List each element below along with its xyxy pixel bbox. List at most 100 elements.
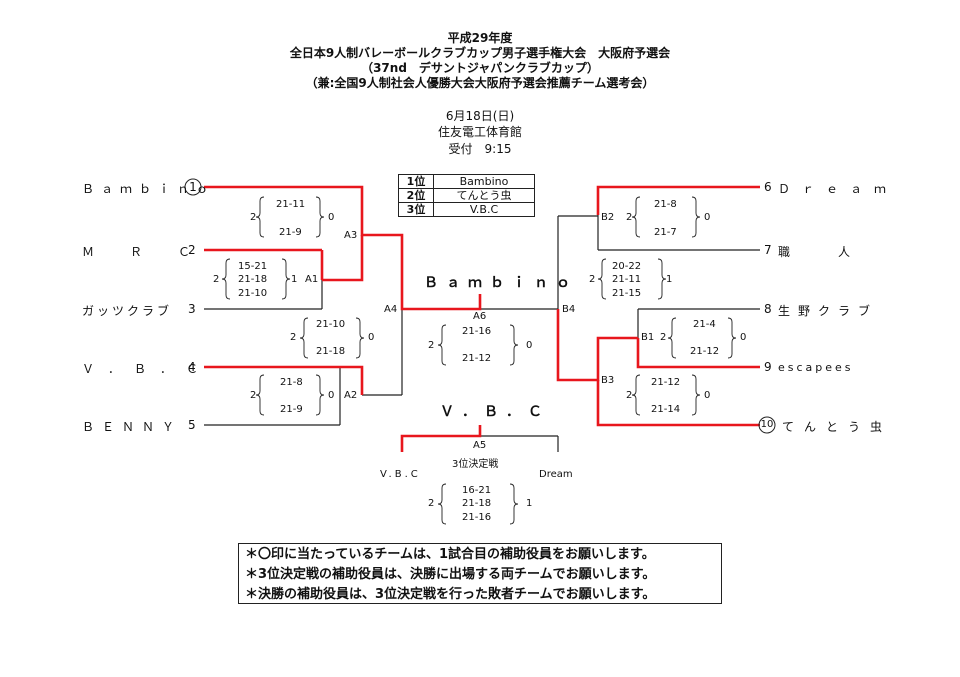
rank-team: Bambino (433, 174, 535, 189)
B3-label: B3 (601, 375, 615, 386)
A5-right-sets: 1 (526, 498, 533, 509)
A5-team-right: Dream (539, 469, 573, 480)
A3-set-2: 21-9 (279, 227, 302, 238)
A4-set-2: 21-18 (316, 346, 346, 357)
rank-team: V.B.C (433, 202, 535, 217)
team-right-6: Ｄｒｅａｍ (778, 182, 899, 196)
seed-7: 7 (764, 243, 772, 257)
B1-label: B1 (641, 332, 655, 343)
B4-set-1: 20-22 (612, 261, 642, 272)
score-braces (221, 196, 737, 525)
team-left-5: ＢＥＮＮＹ (82, 420, 183, 434)
A5-team-left: V.B.C (380, 469, 421, 480)
B1-set-1: 21-4 (693, 319, 716, 330)
A6-right-sets: 0 (526, 340, 533, 351)
seed-9: 9 (764, 360, 772, 374)
B1-set-2: 21-12 (690, 346, 720, 357)
A2-set-2: 21-9 (280, 404, 303, 415)
A4-set-1: 21-10 (316, 319, 346, 330)
A1-label: A1 (305, 274, 319, 285)
A4-left-sets: 2 (290, 332, 297, 343)
B2-label: B2 (601, 212, 615, 223)
team-left-4: Ｖ．Ｂ．Ｃ (82, 362, 213, 376)
rank-label: 3位 (398, 202, 434, 217)
seed-4: 4 (188, 360, 196, 374)
winner-lines (204, 185, 760, 452)
B2-set-2: 21-7 (654, 227, 677, 238)
B3-set-2: 21-14 (651, 404, 681, 415)
event-reception: 受付 9:15 (448, 142, 512, 156)
A6-set-1: 21-16 (462, 326, 492, 337)
plain-lines (204, 215, 760, 452)
event-date: 6月18日(日) (445, 109, 515, 123)
seed-1: 1 (189, 180, 197, 194)
title-year: 平成29年度 (447, 31, 513, 45)
team-right-8: 生野クラブ (778, 304, 879, 318)
seed-circle-1 (184, 178, 202, 196)
seed-5: 5 (188, 418, 196, 432)
team-right-9: escapees (778, 361, 854, 374)
B1-right-sets: 0 (740, 332, 747, 343)
note-line: ＊〇印に当たっているチームは、1試合目の補助役員をお願いします。 (245, 547, 655, 562)
A2-label: A2 (344, 390, 358, 401)
title-subtitle: （37nd デサントジャパンクラブカップ） (361, 61, 599, 75)
seed-circle-10 (758, 416, 776, 434)
A1-right-sets: 1 (291, 274, 298, 285)
A4-right-sets: 0 (368, 332, 375, 343)
A6-left-sets: 2 (428, 340, 435, 351)
team-right-10: てんとう虫 (782, 420, 893, 434)
A5-label: A5 (473, 440, 487, 451)
B4-left-sets: 2 (589, 274, 596, 285)
A5-left-sets: 2 (428, 498, 435, 509)
champion-name: Ｂａｍｂｉｎｏ (424, 275, 578, 291)
A6-label: A6 (473, 311, 487, 322)
B4-set-2: 21-11 (612, 274, 642, 285)
B4-set-3: 21-15 (612, 288, 642, 299)
seed-6: 6 (764, 180, 772, 194)
A2-left-sets: 2 (250, 390, 257, 401)
event-venue: 住友電工体育館 (437, 125, 522, 139)
seed-8: 8 (764, 302, 772, 316)
A5-set-1: 16-21 (462, 485, 492, 496)
A3-left-sets: 2 (250, 212, 257, 223)
A2-set-1: 21-8 (280, 377, 303, 388)
A4-label: A4 (384, 304, 398, 315)
title-tournament: 全日本9人制バレーボールクラブカップ男子選手権大会 大阪府予選会 (289, 46, 671, 60)
team-left-2: Ｍ Ｒ Ｃ (82, 245, 203, 259)
B3-right-sets: 0 (704, 390, 711, 401)
A1-left-sets: 2 (213, 274, 220, 285)
third-place-name: Ｖ．Ｂ．Ｃ (440, 404, 550, 420)
B4-label: B4 (562, 304, 576, 315)
seed-3: 3 (188, 302, 196, 316)
A1-set-2: 21-18 (238, 274, 268, 285)
notes-box: ＊〇印に当たっているチームは、1試合目の補助役員をお願いします。 ＊3位決定戦の… (238, 543, 722, 604)
team-right-7: 職 人 (778, 245, 851, 259)
seed-2: 2 (188, 243, 196, 257)
A3-right-sets: 0 (328, 212, 335, 223)
A5-title: 3位決定戦 (452, 459, 499, 470)
B2-set-1: 21-8 (654, 199, 677, 210)
seed-circles (184, 178, 776, 434)
B3-left-sets: 2 (626, 390, 633, 401)
B4-right-sets: 1 (666, 274, 673, 285)
team-left-1: Ｂａｍｂｉｎｏ (82, 182, 216, 196)
A3-set-1: 21-11 (276, 199, 306, 210)
A3-label: A3 (344, 230, 358, 241)
B1-left-sets: 2 (660, 332, 667, 343)
A1-set-3: 21-10 (238, 288, 268, 299)
note-line: ＊3位決定戦の補助役員は、決勝に出場する両チームでお願いします。 (245, 567, 656, 582)
seed-10: 10 (760, 419, 774, 430)
B3-set-1: 21-12 (651, 377, 681, 388)
B2-right-sets: 0 (704, 212, 711, 223)
note-line: ＊決勝の補助役員は、3位決定戦を行った敗者チームでお願いします。 (245, 587, 656, 602)
A5-set-2: 21-18 (462, 498, 492, 509)
A5-set-3: 21-16 (462, 512, 492, 523)
A6-set-2: 21-12 (462, 353, 492, 364)
A2-right-sets: 0 (328, 390, 335, 401)
B2-left-sets: 2 (626, 212, 633, 223)
team-left-3: ガッツクラブ (82, 304, 173, 318)
A1-set-1: 15-21 (238, 261, 268, 272)
title-note: （兼:全国9人制社会人優勝大会大阪府予選会推薦チーム選考会） (305, 76, 655, 90)
